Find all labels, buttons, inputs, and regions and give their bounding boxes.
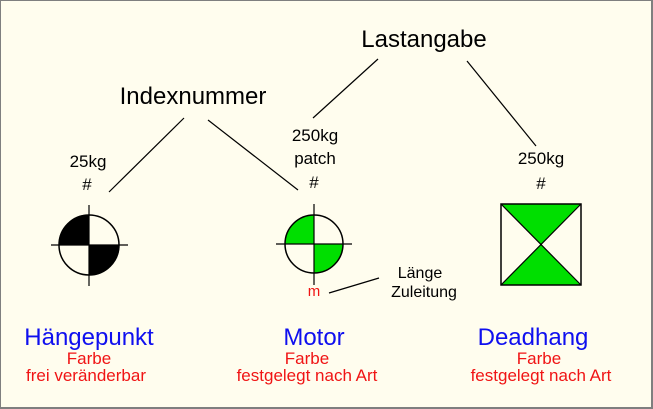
- connector-indexnummer-motor: [207, 119, 299, 191]
- deadhang-square-outline: [500, 203, 582, 286]
- haengepunkt-color-note-line1: Farbe: [66, 349, 112, 368]
- connector-indexnummer-haengepunkt: [108, 117, 185, 193]
- motor-patch-label: patch: [294, 149, 336, 168]
- deadhang-load-label: 250kg: [517, 149, 565, 168]
- connector-lastangabe-motor: [312, 58, 379, 119]
- deadhang-diagonal-2: [500, 203, 582, 286]
- motor-color-note-line2: festgelegt nach Art: [236, 366, 378, 385]
- deadhang-title: Deadhang: [477, 324, 589, 351]
- connector-lastangabe-deadhang: [466, 60, 537, 147]
- deadhang-color-note-line2: festgelegt nach Art: [470, 366, 612, 385]
- motor-color-note-line1: Farbe: [284, 349, 330, 368]
- lastangabe-label: Lastangabe: [361, 26, 487, 53]
- motor-quadrant-bottom-right: [314, 244, 343, 273]
- haengepunkt-color-note-line2: frei veränderbar: [25, 366, 147, 385]
- indexnummer-label: Indexnummer: [119, 83, 267, 110]
- motor-title: Motor: [283, 324, 345, 351]
- deadhang-index-placeholder: #: [536, 174, 546, 193]
- motor-load-label: 250kg: [291, 126, 339, 145]
- motor-index-placeholder: #: [309, 173, 319, 192]
- haengepunkt-load-label: 25kg: [69, 152, 107, 171]
- laenge-label-line1: Länge: [397, 265, 443, 282]
- haengepunkt-title: Hängepunkt: [24, 324, 154, 351]
- motor-symbol-icon: [276, 204, 352, 285]
- deadhang-triangle-bottom: [501, 244, 581, 285]
- deadhang-symbol-icon: [500, 203, 582, 286]
- haengepunkt-symbol-icon: [51, 205, 128, 286]
- deadhang-color-note-line1: Farbe: [516, 349, 562, 368]
- laenge-label-line2: Zuleitung: [391, 284, 457, 301]
- deadhang-triangle-top: [501, 204, 581, 244]
- connector-length-callout: [328, 277, 380, 294]
- motor-quadrant-top-left: [285, 215, 314, 244]
- motor-length-unit-label: m: [307, 283, 321, 300]
- haengepunkt-index-placeholder: #: [82, 175, 92, 194]
